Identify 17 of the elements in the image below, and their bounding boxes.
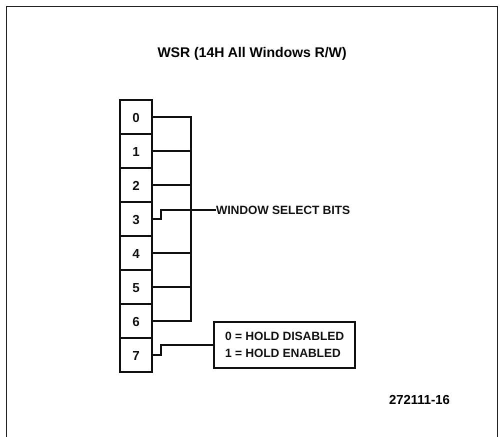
bit-cell: 5 xyxy=(119,269,153,305)
bit-cell: 0 xyxy=(119,99,153,135)
bit-cell: 3 xyxy=(119,201,153,237)
value-box xyxy=(213,321,356,369)
bracket-line xyxy=(153,209,216,220)
bit-cell: 6 xyxy=(119,303,153,339)
value-text: 1 = HOLD ENABLED xyxy=(225,345,342,362)
diagram-title: WSR (14H All Windows R/W) xyxy=(157,44,347,60)
bit-cell: 2 xyxy=(119,167,153,203)
bit-cell: 4 xyxy=(119,235,153,271)
bracket-line xyxy=(153,209,212,322)
figure-number: 272111-16 xyxy=(389,392,450,407)
bit-cell: 1 xyxy=(119,133,153,169)
bit-cell: 7 xyxy=(119,337,153,373)
connector-line xyxy=(153,344,213,356)
field-label: WINDOW SELECT BITS xyxy=(216,203,350,217)
value-text: 0 = HOLD DISABLED xyxy=(225,328,344,345)
